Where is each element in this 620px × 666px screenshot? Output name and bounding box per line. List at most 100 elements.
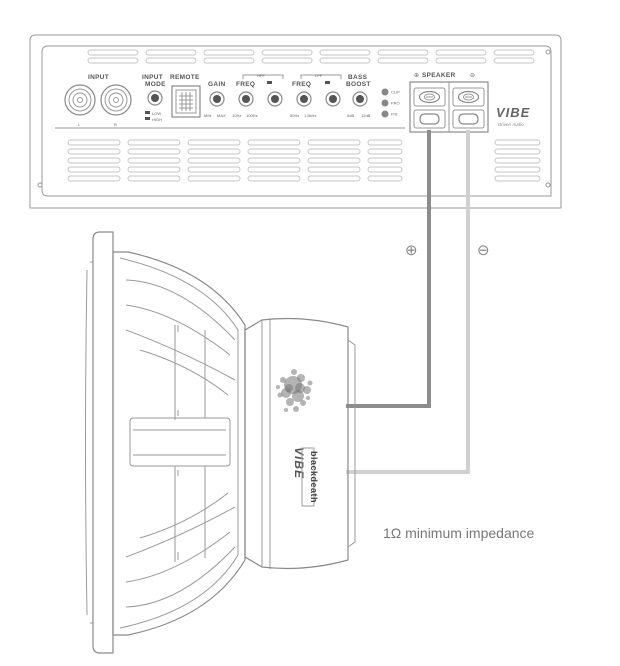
svg-text:Driven Audio: Driven Audio: [498, 122, 524, 127]
bass-boost-low: 0dB: [347, 113, 354, 118]
splatter-dot: [286, 398, 294, 406]
lpf-switch[interactable]: [325, 91, 341, 107]
vent-slot: [494, 139, 541, 146]
vent-slot: [307, 157, 361, 164]
positive-symbol: ⊕: [405, 242, 418, 259]
vent-slot: [203, 57, 255, 64]
bass-boost-knob[interactable]: [352, 91, 368, 107]
input-label: INPUT: [88, 74, 109, 81]
hpf-freq-label: FREQ: [236, 81, 255, 88]
svg-text:P/S: P/S: [391, 112, 398, 117]
bottom-vent-slots: [67, 139, 541, 182]
speaker-minus-icon: ⊖: [470, 73, 475, 79]
remote-label: REMOTE: [170, 74, 200, 81]
amplifier-body: [29, 34, 562, 209]
input-mode-label-2: MODE: [145, 81, 166, 88]
vent-slot: [187, 175, 241, 182]
vent-slot: [367, 166, 403, 173]
splatter-dot: [276, 385, 280, 389]
hpf-switch-indicator: [267, 81, 272, 84]
gain-knob[interactable]: [209, 91, 225, 107]
hpf-switch[interactable]: [267, 91, 283, 107]
hpf-freq-knob[interactable]: [238, 91, 254, 107]
vent-slot: [367, 157, 403, 164]
rca-input-left[interactable]: [64, 84, 96, 116]
basket-window: [129, 417, 231, 467]
bass-boost-label: BASS: [348, 74, 368, 81]
vent-slot: [367, 175, 403, 182]
input-right-label: R: [114, 122, 117, 127]
vent-slot: [67, 139, 121, 146]
splatter-dot: [284, 408, 288, 412]
splatter-dot: [297, 374, 305, 382]
vent-slot: [67, 157, 121, 164]
splatter-dot: [300, 400, 306, 406]
impedance-caption: 1Ω minimum impedance: [383, 525, 535, 541]
led-pro: PRO: [381, 99, 400, 107]
svg-text:blackdeath: blackdeath: [309, 451, 319, 503]
vent-slot: [247, 148, 301, 155]
vent-slot: [67, 166, 121, 173]
led-clip: CLIP: [381, 88, 400, 96]
splatter-dot: [280, 377, 286, 383]
vent-slot: [187, 148, 241, 155]
vent-slot: [494, 166, 541, 173]
vent-slot: [435, 57, 487, 64]
speaker-wiring: ⊕ ⊖: [346, 130, 490, 474]
vent-slot: [367, 148, 403, 155]
svg-text:VIBE: VIBE: [292, 447, 306, 479]
vent-slot: [87, 49, 139, 56]
speaker-plus-icon: ⊕: [414, 73, 419, 79]
vent-slot: [261, 49, 313, 56]
bass-boost-high: 12dB: [361, 113, 371, 118]
subwoofer-vibe-logo: VIBE: [292, 447, 306, 479]
hpf-freq-high: 100Hz: [246, 113, 258, 118]
splatter-dot: [307, 380, 313, 386]
vent-slot: [145, 49, 197, 56]
lpf-freq-knob[interactable]: [296, 91, 312, 107]
vent-slot: [367, 139, 403, 146]
vent-slot: [261, 57, 313, 64]
vent-slot: [493, 49, 535, 56]
input-mode-high: HIGH: [152, 117, 162, 122]
rca-input-right[interactable]: [100, 84, 132, 116]
splatter-dot: [285, 384, 293, 392]
input-mode-label: INPUT: [142, 74, 163, 81]
vibe-brand-logo: VIBE Driven Audio: [496, 105, 529, 127]
amplifier: INPUT L R INPUT MODE LOW HIGH REMOTE: [29, 34, 562, 209]
speaker-terminal-negative[interactable]: [452, 87, 485, 129]
vent-slot: [127, 166, 181, 173]
subwoofer-magnet: [244, 317, 349, 570]
vent-slot: [127, 157, 181, 164]
input-left-label: L: [78, 122, 81, 127]
high-indicator: [145, 117, 150, 120]
vent-slot: [307, 148, 361, 155]
gain-max: MAX: [217, 113, 226, 118]
lpf-freq-high: 1.5kHz: [304, 113, 316, 118]
vent-slot: [247, 157, 301, 164]
lpf-bracket: [300, 74, 342, 79]
subwoofer-basket: [112, 251, 246, 636]
mounting-hole: [545, 182, 551, 188]
splatter-art: [276, 369, 313, 412]
speaker-terminal-positive[interactable]: [413, 87, 446, 129]
remote-port[interactable]: [171, 85, 201, 118]
splatter-dot: [277, 392, 283, 398]
vent-slot: [319, 49, 371, 56]
input-mode-switch[interactable]: [147, 90, 163, 106]
vent-slot: [494, 148, 541, 155]
vent-slot: [187, 157, 241, 164]
vent-slot: [494, 175, 541, 182]
vent-slot: [307, 139, 361, 146]
hpf-group-label: HPF: [257, 73, 266, 78]
splatter-dot: [306, 396, 310, 400]
hpf-bracket: [242, 74, 284, 79]
vent-slot: [307, 175, 361, 182]
vent-slot: [127, 139, 181, 146]
basket-arm-bottom: [125, 506, 236, 608]
vent-slot: [435, 49, 487, 56]
vent-slot: [377, 57, 429, 64]
lpf-switch-indicator: [325, 81, 330, 84]
lpf-freq-low: 50Hz: [290, 113, 299, 118]
